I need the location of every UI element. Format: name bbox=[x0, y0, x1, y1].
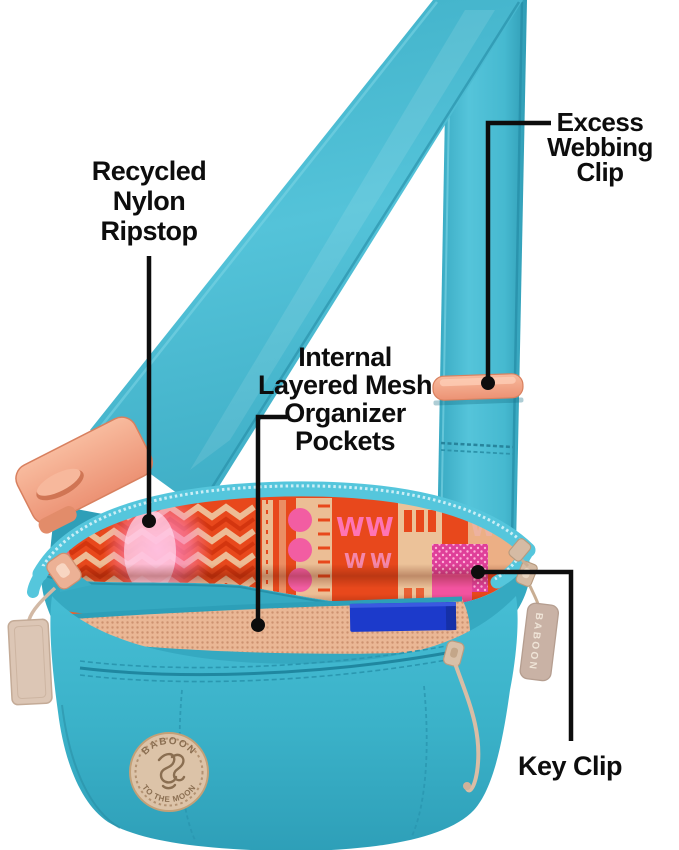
callout-connectors bbox=[146, 120, 574, 741]
zipper-pull-cord bbox=[454, 664, 481, 793]
patch-monogram bbox=[157, 752, 186, 790]
label-key-clip: Key Clip bbox=[517, 751, 623, 781]
callout-dot-webbing-clip bbox=[481, 376, 495, 390]
strap-adjuster-stitching bbox=[440, 441, 514, 455]
excess-webbing-clip bbox=[432, 373, 524, 406]
callout-line-mesh-pockets bbox=[255, 414, 287, 625]
svg-text:W: W bbox=[336, 513, 365, 543]
left-hang-tag bbox=[7, 618, 53, 706]
label-internal-mesh-pockets: Internal Layered Mesh Organizer Pockets bbox=[257, 342, 433, 456]
label-excess-webbing-clip: Excess Webbing Clip bbox=[547, 107, 653, 187]
callout-line-webbing-clip bbox=[485, 120, 551, 383]
callout-dot-mesh-pockets bbox=[251, 618, 265, 632]
svg-text:W: W bbox=[365, 513, 394, 543]
left-zipper-pull bbox=[27, 552, 92, 621]
brand-logo-patch: BABOON TO THE MOON bbox=[129, 732, 209, 812]
front-zipper-seam bbox=[79, 644, 453, 683]
card-in-mesh-pocket bbox=[349, 602, 457, 632]
baboon-hang-tag: BABOON bbox=[519, 602, 560, 682]
shoulder-strap-vertical bbox=[437, 0, 527, 548]
callout-dot-ripstop bbox=[142, 514, 156, 528]
front-zipper-slider bbox=[443, 640, 481, 793]
callout-line-key-clip bbox=[478, 569, 574, 741]
callout-dots bbox=[142, 376, 495, 632]
label-recycled-nylon-ripstop: Recycled Nylon Ripstop bbox=[91, 156, 207, 246]
shoulder-strap-diagonal bbox=[90, 0, 523, 512]
callout-dot-key-clip bbox=[471, 565, 485, 579]
